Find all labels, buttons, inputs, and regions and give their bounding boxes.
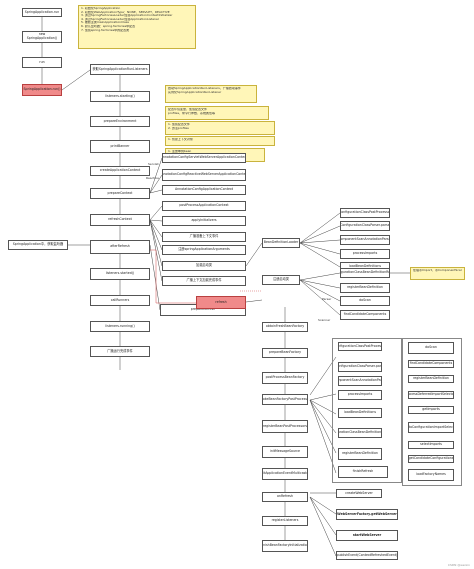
node-pc-6: 广播上下文加载完成事件 [162, 276, 246, 286]
node-step-banner: printBanner [90, 140, 150, 153]
node-pc-5: 加载启动类 [162, 261, 246, 271]
node-import: processImports [338, 390, 382, 400]
node-init-msg: initMessageSource [262, 446, 308, 458]
node-c2: findCandidateComponents [408, 360, 454, 368]
node-load-2: 注册启动类 [262, 275, 300, 285]
watermark: CSDN @weixin [447, 563, 470, 567]
node-run-red: SpringApplication.run() [22, 84, 62, 96]
node-obtain: obtainFreshBeanFactory [262, 322, 308, 332]
node-step-create-ctx: createApplicationContext [90, 166, 150, 176]
node-c9: loadFactoryNames [408, 469, 454, 481]
node-finish-bf: finishBeanFactoryInitialization [262, 540, 308, 552]
node-c5: getImports [408, 406, 454, 414]
node-ctx-reactive: AnnotationConfigReactiveWebServerApplica… [162, 169, 246, 181]
node-r6: ConfigurationClassBeanDefinitionReader [340, 268, 390, 278]
node-step-end: 广播运行完成事件 [90, 346, 150, 357]
node-load-1: BeanDefinitionLoader [262, 238, 300, 248]
note-create: 1. 创建上下文对象 [165, 136, 275, 146]
node-web-server: createWebServer [336, 489, 382, 498]
node-step-prepare-ctx: prepareContext [90, 188, 150, 199]
node-c6: AutoConfigurationImportSelector [408, 422, 454, 433]
node-refresh: refresh [196, 296, 246, 309]
node-step-started: listeners.started() [90, 268, 150, 280]
label-parser: Parser [322, 297, 332, 301]
node-reader: ConfigurationClassBeanDefinitionReader [338, 428, 382, 438]
label-scanner: Scanner [318, 318, 331, 322]
node-config-class: ConfigurationClassPostProcessor [338, 342, 382, 351]
node-pc-1: postProcessApplicationContext [162, 201, 246, 211]
node-c7: selectImports [408, 441, 454, 449]
node-r4: processImports [340, 249, 390, 259]
node-c1: doScan [408, 342, 454, 354]
node-pc-3: 广播准备上下文事件 [162, 232, 246, 242]
node-side-spring: SpringApplication中，获取监听器 [8, 240, 68, 250]
node-new-app: new SpringApplication() [22, 31, 62, 43]
node-init-mc: initApplicationEventMulticaster [262, 468, 308, 480]
label-reactive: Reactive [146, 176, 159, 180]
node-pc-4: 注册springApplicationArguments [162, 245, 246, 255]
node-r2: ConfigurationClassParser.parse [340, 221, 390, 231]
node-app-run: SpringApplication.run [22, 8, 62, 17]
node-c8: getCandidateConfigurations [408, 455, 454, 463]
group-config-class [332, 338, 402, 483]
node-register-bpp: registerBeanPostProcessors [262, 420, 308, 433]
node-step-env: prepareEnvironment [90, 116, 150, 127]
node-scan: ComponentScanAnnotationParser [338, 376, 382, 386]
node-step-after: afterRefresh [90, 240, 150, 254]
node-step-running: listeners.running() [90, 321, 150, 332]
node-r7: registerBeanDefinition [340, 283, 390, 293]
node-publish-event: publishEvent(ContextRefreshedEvent) [336, 551, 398, 560]
node-step-starting: listeners.starting() [90, 91, 150, 102]
node-start-server: startWebServer [336, 530, 398, 541]
node-step-refresh-ctx: refreshContext [90, 214, 150, 226]
node-c3: registerBeanDefinition [408, 375, 454, 383]
node-ctx-servlet: AnnotationConfigServletWebServerApplicat… [162, 153, 246, 163]
node-run: run [22, 57, 62, 68]
node-step-callrunners: callRunners [90, 295, 150, 306]
note-listeners: 启动SpringApplicationRunListeners，广播启动事件实例… [165, 85, 257, 103]
note-right: 处理@Import、@ComponentScan [410, 267, 465, 280]
node-invoke-bfpp: invokeBeanFactoryPostProcessors [262, 394, 308, 405]
node-ctx-default: AnnotationConfigApplicationContext [162, 185, 246, 195]
node-bean-def: loadBeanDefinitions [338, 408, 382, 418]
node-finish-refresh: finishRefresh [338, 466, 388, 478]
label-servlet: Servlet [148, 162, 159, 166]
node-tomcat: WebServerFactory.getWebServer [336, 509, 398, 520]
group-auto-config [402, 338, 462, 486]
node-r1: ConfigurationClassPostProcessor [340, 208, 390, 218]
node-post-bf: postProcessBeanFactory [262, 372, 308, 384]
node-r8: doScan [340, 296, 390, 306]
node-r3: ComponentScanAnnotationParser [340, 235, 390, 245]
node-step-listeners: 获取SpringApplicationRunListeners [90, 64, 150, 75]
node-pc-2: applyInitializers [162, 216, 246, 226]
node-prep-bf: prepareBeanFactory [262, 348, 308, 358]
node-bean-reg: registerBeanDefinition [338, 448, 382, 460]
node-reg-listeners: registerListeners [262, 516, 308, 526]
node-r9: findCandidateComponents [340, 310, 390, 320]
node-parse: ConfigurationClassParser.parse [338, 362, 382, 372]
node-on-refresh: onRefresh [262, 492, 308, 502]
node-c4: processDeferredImportSelectors [408, 391, 454, 399]
